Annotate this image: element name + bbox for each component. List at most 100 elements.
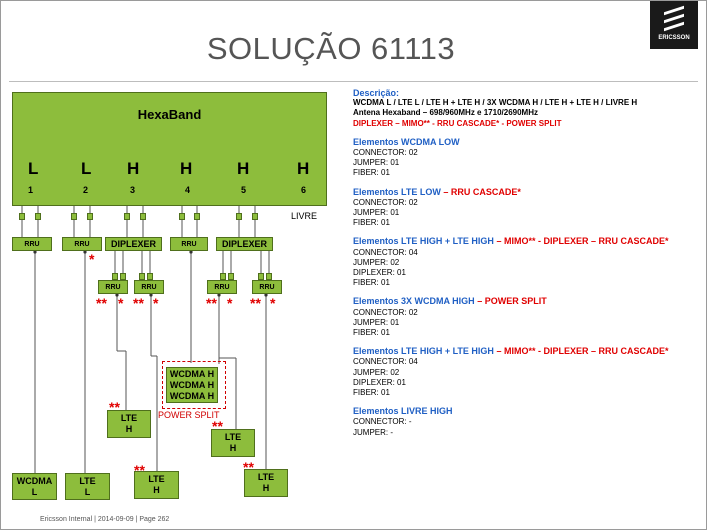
section-line: CONNECTOR: 02 <box>353 307 418 317</box>
section-line: JUMPER: 02 <box>353 257 400 267</box>
wcdma-high-1: WCDMA H <box>169 368 215 379</box>
livre-label: LIVRE <box>291 211 318 221</box>
footer: Ericsson Internal | 2014-09-09 | Page 26… <box>40 516 170 523</box>
connector <box>35 213 41 220</box>
section-heading-lte-high-2: Elementos LTE HIGH + LTE HIGH – MIMO** -… <box>353 346 698 357</box>
band-label-4: H <box>180 159 193 178</box>
leaf-line: WCDMA <box>16 475 53 486</box>
connector <box>258 273 264 280</box>
leaf-lte-h-3: LTE H <box>211 429 255 457</box>
descricao-line-1: WCDMA L / LTE L / LTE H + LTE H / 3X WCD… <box>353 98 638 108</box>
section-line: FIBER: 01 <box>353 168 390 178</box>
section-line: FIBER: 01 <box>353 278 390 288</box>
mimo-marker: ** <box>134 462 145 478</box>
rru-wcdma-high: RRU <box>170 237 208 251</box>
section-heading-blue: Elementos 3X WCDMA HIGH <box>353 296 475 307</box>
section-line: DIPLEXER: 01 <box>353 268 406 278</box>
band-label-1: L <box>28 159 39 178</box>
leaf-line: H <box>262 483 270 493</box>
info-panel: Descrição: WCDMA L / LTE L / LTE H + LTE… <box>353 88 698 438</box>
leaf-line: L <box>31 486 38 497</box>
diplexer-1: DIPLEXER <box>105 237 162 251</box>
band-label-5: H <box>237 159 250 178</box>
leaf-line: LTE <box>224 432 242 442</box>
wcdma-high-3: WCDMA H <box>169 390 215 401</box>
rru-cascade-marker: * <box>227 295 233 311</box>
connector <box>120 273 126 280</box>
port-number-1: 1 <box>28 185 34 195</box>
rru-lte-high-b: RRU <box>134 280 164 294</box>
leaf-line: H <box>125 424 133 434</box>
band-label-3: H <box>127 159 140 178</box>
connector <box>139 273 145 280</box>
leaf-wcdma-l: WCDMA L <box>12 473 57 500</box>
rru-cascade-marker: * <box>89 251 95 267</box>
connector <box>124 213 130 220</box>
diplexer-2: DIPLEXER <box>216 237 273 251</box>
mimo-marker: ** <box>133 295 144 311</box>
connector <box>266 273 272 280</box>
rru-lte-high-a: RRU <box>98 280 128 294</box>
connector <box>87 213 93 220</box>
connector <box>236 213 242 220</box>
section-heading-blue: Elementos LIVRE HIGH <box>353 406 453 417</box>
antenna-label: HexaBand <box>137 107 202 122</box>
section-heading-wcdma-low: Elementos WCDMA LOW <box>353 137 698 148</box>
port-number-3: 3 <box>130 185 136 195</box>
section-line: DIPLEXER: 01 <box>353 377 406 387</box>
port-number-6: 6 <box>301 185 307 195</box>
section-heading-blue: Elementos WCDMA LOW <box>353 136 460 147</box>
descricao-line-2: Antena Hexaband – 698/960MHz e 1710/2690… <box>353 108 538 118</box>
slide-title: SOLUÇÃO 61113 <box>206 31 456 66</box>
section-heading-red: – POWER SPLIT <box>474 296 547 307</box>
leaf-lte-h-2: LTE H <box>134 471 179 499</box>
leaf-line: LTE <box>148 474 165 484</box>
connector <box>220 273 226 280</box>
leaf-line: LTE <box>257 472 275 482</box>
section-line: FIBER: 01 <box>353 328 390 338</box>
wcdma-high-2: WCDMA H <box>169 379 215 390</box>
section-heading-red: – RRU CASCADE* <box>440 186 521 197</box>
band-label-6: H <box>297 159 310 178</box>
wcdma-high-group: WCDMA H WCDMA H WCDMA H <box>166 367 218 403</box>
logo-text: ERICSSON <box>658 35 690 41</box>
connector <box>228 273 234 280</box>
section-heading-3x-wcdma-high: Elementos 3X WCDMA HIGH – POWER SPLIT <box>353 296 698 307</box>
section-heading-blue: Elementos LTE HIGH + LTE HIGH <box>353 236 494 247</box>
descricao-line-3: DIPLEXER – MIMO** - RRU CASCADE* - POWER… <box>353 118 562 128</box>
section-line: FIBER: 01 <box>353 218 390 228</box>
rru-lte-high-d: RRU <box>252 280 282 294</box>
port-number-5: 5 <box>241 185 247 195</box>
section-line: JUMPER: 01 <box>353 208 400 218</box>
section-heading-livre-high: Elementos LIVRE HIGH <box>353 406 698 417</box>
section-line: CONNECTOR: 02 <box>353 148 418 158</box>
section-heading-red: – MIMO** - DIPLEXER – RRU CASCADE* <box>493 346 669 357</box>
section-line: CONNECTOR: 04 <box>353 247 418 257</box>
port-number-2: 2 <box>83 185 89 195</box>
section-line: JUMPER: 01 <box>353 317 400 327</box>
leaf-line: H <box>229 443 237 453</box>
leaf-lte-h-1: LTE H <box>107 410 151 438</box>
section-line: CONNECTOR: 04 <box>353 357 418 367</box>
connector <box>112 273 118 280</box>
mimo-marker: ** <box>206 295 217 311</box>
mimo-marker: ** <box>250 295 261 311</box>
hexaband-antenna: HexaBand L L H H H H 1 2 3 4 5 6 <box>12 92 327 206</box>
rru-cascade-marker: * <box>118 295 124 311</box>
leaf-line: LTE <box>79 475 96 486</box>
mimo-marker: ** <box>243 459 254 475</box>
descricao-heading: Descrição: <box>353 88 400 98</box>
title-divider <box>9 81 698 82</box>
section-line: FIBER: 01 <box>353 388 390 398</box>
section-heading-blue: Elementos LTE HIGH + LTE HIGH <box>353 346 494 357</box>
connector <box>179 213 185 220</box>
connector <box>194 213 200 220</box>
section-line: CONNECTOR: - <box>353 417 412 427</box>
mimo-marker: ** <box>96 295 107 311</box>
leaf-lte-h-4: LTE H <box>244 469 288 497</box>
section-heading-lte-high-1: Elementos LTE HIGH + LTE HIGH – MIMO** -… <box>353 236 698 247</box>
section-heading-lte-low: Elementos LTE LOW – RRU CASCADE* <box>353 187 698 198</box>
mimo-marker: ** <box>212 418 223 434</box>
